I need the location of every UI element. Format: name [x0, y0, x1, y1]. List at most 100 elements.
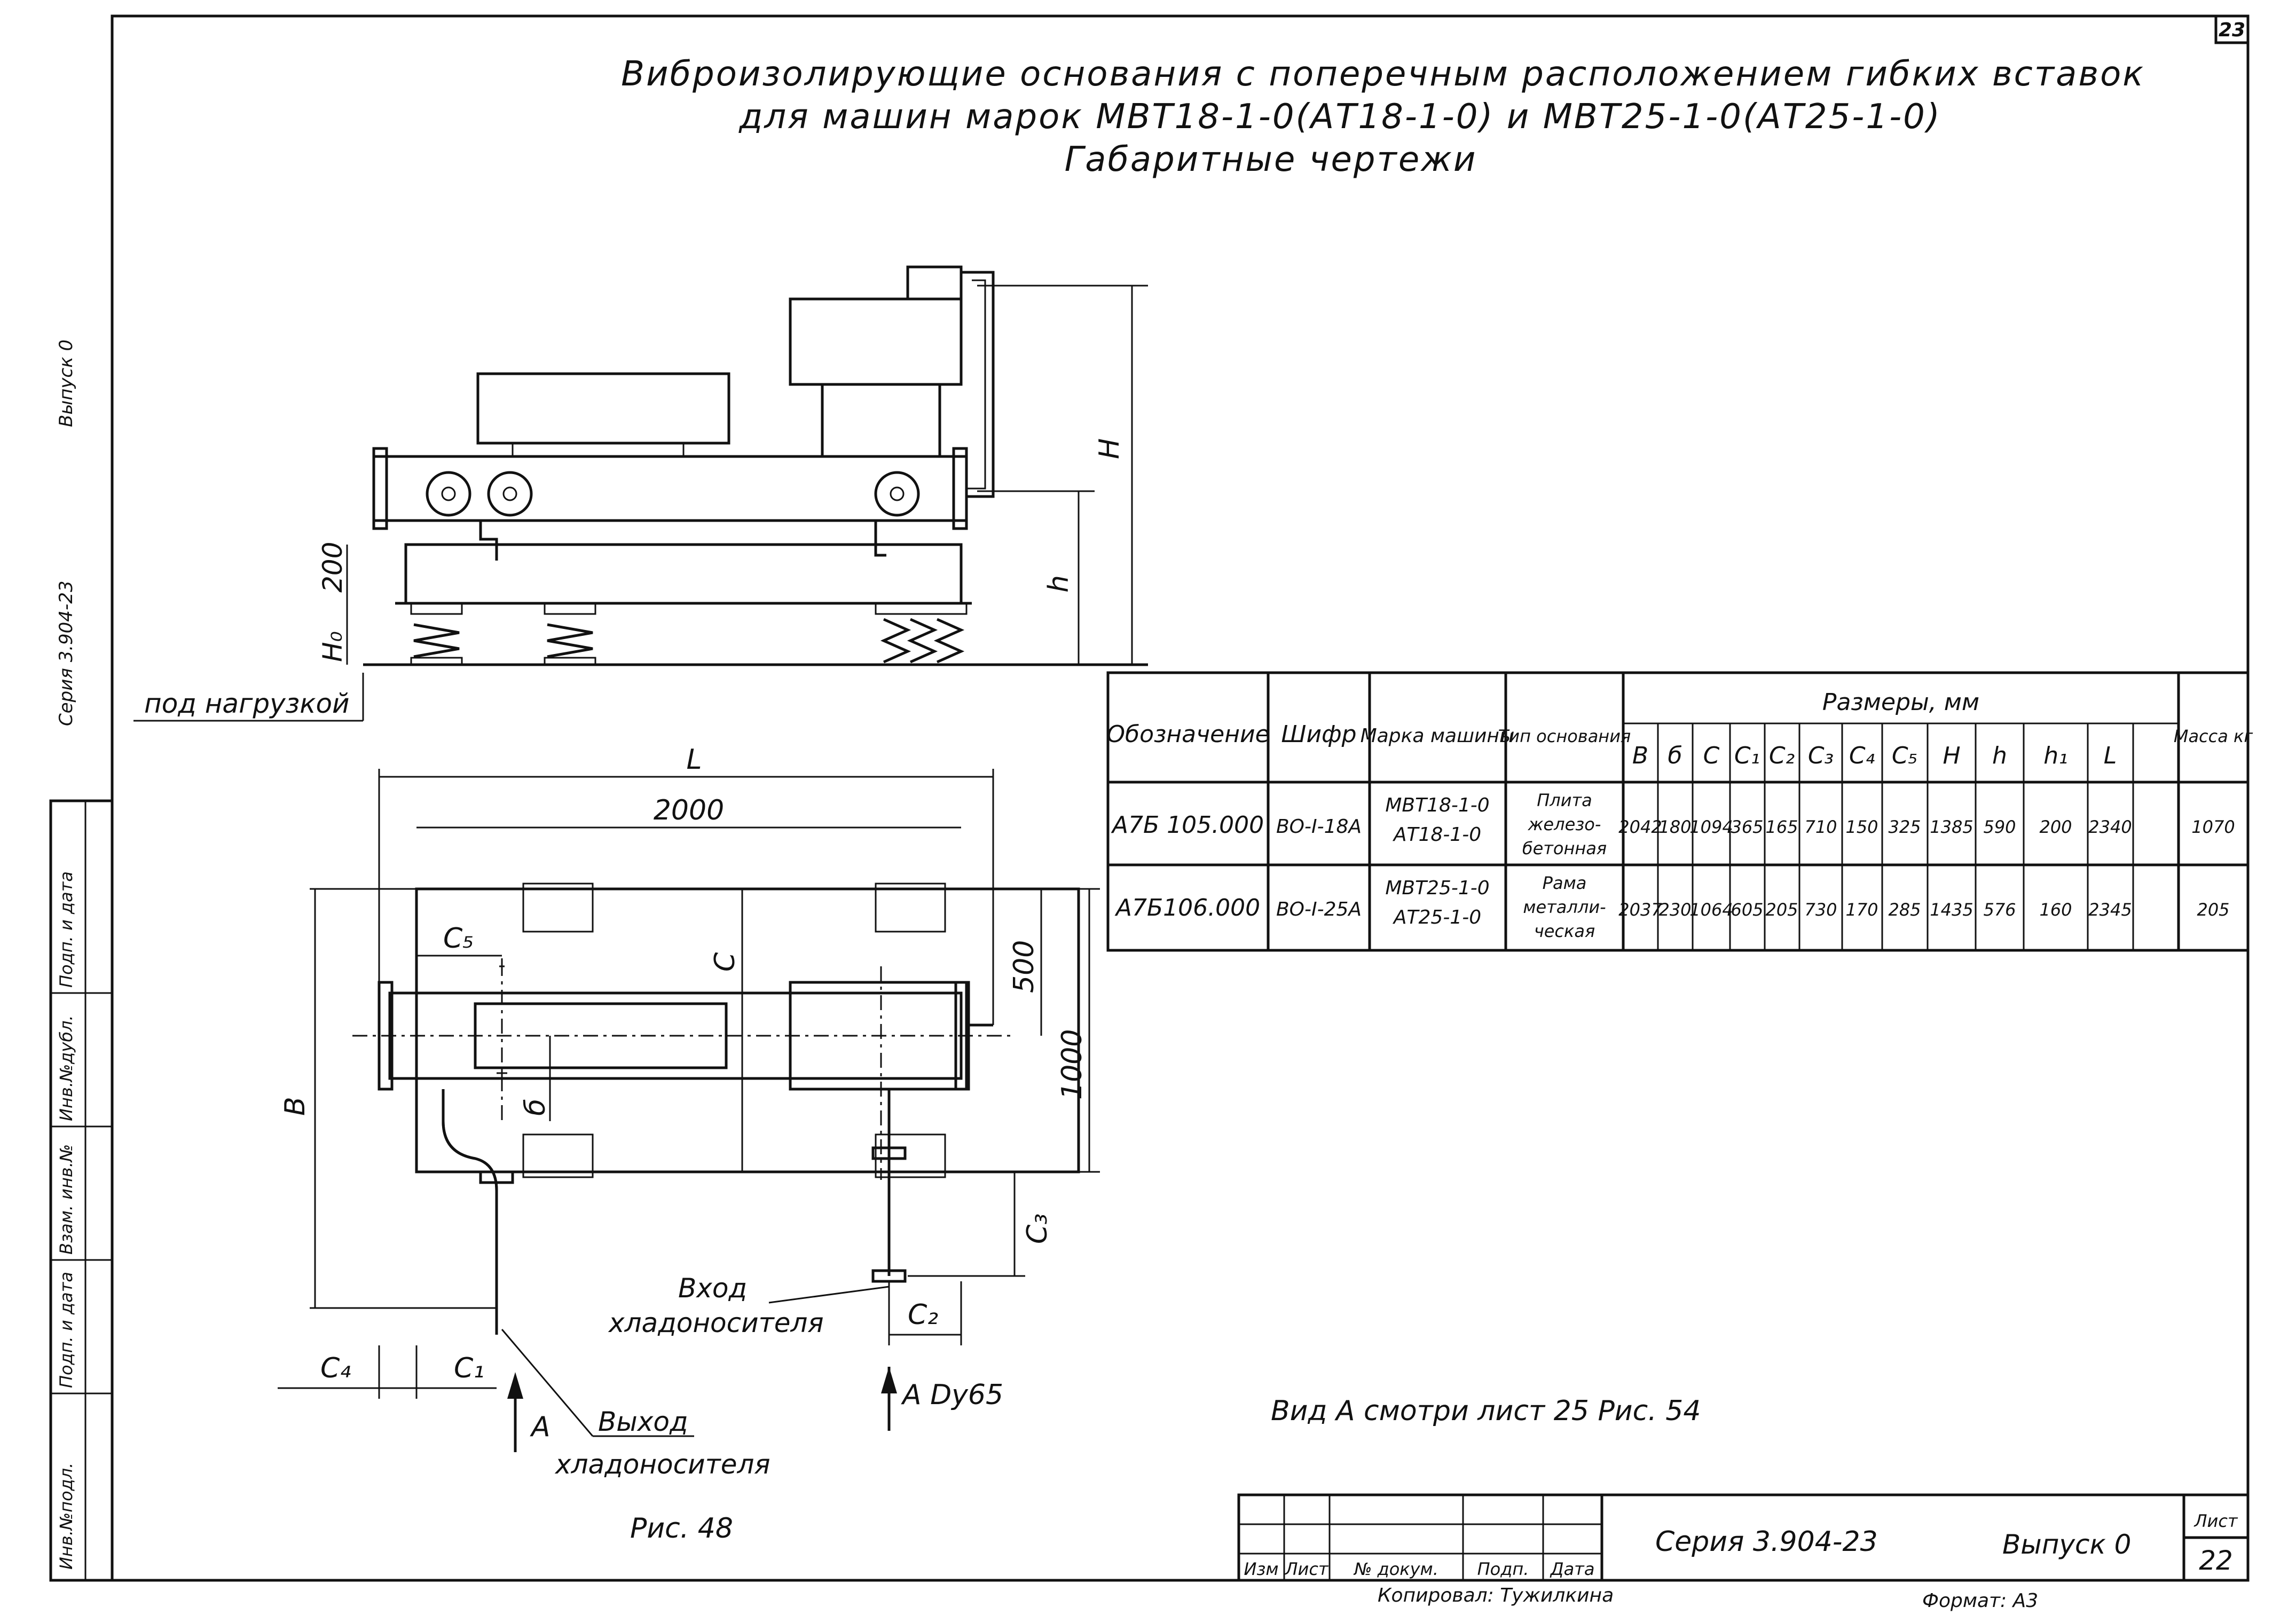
hdr-dimensions: Размеры, мм [1822, 689, 1979, 716]
rev-hdr-izm: Изм [1244, 1559, 1278, 1579]
hdr-designation: Обозначение [1106, 721, 1269, 748]
plan-base-outline [415, 887, 1080, 1173]
under-load-label: под нагрузкой [144, 688, 350, 719]
row2-dim-C4: 170 [1845, 900, 1878, 920]
row2-dim-L: 2345 [2088, 900, 2132, 920]
view-note: Вид А смотри лист 25 Рис. 54 [1271, 1395, 1701, 1427]
spec-table: Обозначение Шифр Марка машины Тип основа… [1106, 671, 2253, 952]
row2-mass: 205 [2197, 900, 2229, 920]
dim-500-label: 500 [1008, 940, 1040, 993]
row2-code: ВО-I-25А [1276, 899, 1362, 920]
tb-issue: Выпуск 0 [2002, 1529, 2131, 1560]
row1-dim-B: 2042 [1618, 817, 1662, 837]
title-line-1: Виброизолирующие основания с поперечным … [621, 54, 2145, 94]
row1-type-3: бетонная [1522, 838, 1607, 858]
base-plate [404, 543, 963, 605]
dim-C4-label: C₄ [320, 1352, 351, 1384]
dim-C-label: C [709, 952, 741, 972]
hdr-dim-C: C [1703, 742, 1720, 769]
figure-caption: Рис. 48 [630, 1512, 733, 1545]
side-series-label: Серия 3.904-23 [56, 581, 77, 726]
row2-type-2: металли- [1523, 897, 1606, 917]
valve-wheel-2 [487, 471, 533, 517]
spring-isolator-middle [544, 602, 596, 666]
outlet-pipe [442, 1089, 498, 1335]
side-issue-label: Выпуск 0 [56, 340, 77, 427]
row1-type-2: железо- [1528, 814, 1601, 834]
hdr-dim-C3: C₃ [1808, 742, 1834, 769]
row2-designation: А7Б106.000 [1114, 894, 1260, 921]
row1-dim-L: 2340 [2088, 817, 2132, 837]
row1-dim-C1: 365 [1731, 817, 1763, 837]
side-stamp: Инв.№подл. Подп. и дата Взам. инв.№ Инв.… [49, 799, 114, 1582]
view-A-arrow-label: A [530, 1411, 551, 1443]
dim-200-label: 200 [317, 542, 348, 593]
rev-hdr-date: Дата [1550, 1559, 1595, 1579]
row2-dim-C2: 205 [1765, 900, 1798, 920]
dim-2000-label: 2000 [654, 794, 724, 826]
page-corner-box [2214, 14, 2250, 44]
side-stamp-cell-1: Инв.№подл. [56, 1463, 76, 1570]
elevation-view: H h 200 H₀ под нагрузкой [133, 265, 1148, 722]
copied-by: Копировал: Тужилкина [1378, 1585, 1614, 1606]
hdr-dim-C4: C₄ [1849, 742, 1875, 769]
table-row: А7Б 105.000 ВО-I-18А МВТ18-1-0 АТ18-1-0 … [1111, 790, 2235, 858]
spring-isolator-right [875, 602, 968, 664]
spring-isolator-left [410, 602, 463, 666]
rev-hdr-sign: Подп. [1477, 1559, 1529, 1579]
dim-C3-label: C₃ [1021, 1214, 1053, 1244]
hdr-dim-h1: h₁ [2043, 742, 2068, 769]
row2-dim-h: 576 [1983, 900, 2016, 920]
row1-dim-C2: 165 [1765, 817, 1798, 837]
hdr-dim-H: H [1943, 742, 1960, 769]
dim-h0-label: H₀ [317, 631, 348, 662]
hdr-dim-C2: C₂ [1769, 742, 1795, 769]
side-stamp-cell-3: Взам. инв.№ [56, 1144, 76, 1255]
row2-machine-2: АТ25-1-0 [1393, 907, 1481, 928]
dim-1000-label: 1000 [1056, 1029, 1088, 1100]
title-line-3: Габаритные чертежи [1065, 140, 1477, 179]
row2-type-3: ческая [1534, 921, 1595, 941]
hdr-mass: Масса кг [2174, 726, 2253, 746]
row1-dim-C4: 150 [1845, 817, 1878, 837]
hdr-base-type: Тип основания [1498, 726, 1631, 746]
inlet-label-line-1: Вход [678, 1273, 747, 1304]
rev-hdr-doc: № докум. [1353, 1559, 1438, 1579]
row1-dim-H: 1385 [1930, 817, 1973, 837]
hdr-dim-b: б [1668, 742, 1682, 769]
outlet-label-line-2: хладоносителя [554, 1449, 770, 1480]
row1-type-1: Плита [1537, 790, 1592, 810]
page-corner-number: 23 [2219, 19, 2245, 41]
format-label: Формат: А3 [1922, 1590, 2038, 1612]
hdr-dim-B: B [1632, 742, 1648, 769]
row1-dim-C3: 710 [1804, 817, 1837, 837]
hdr-dim-C1: C₁ [1734, 742, 1760, 769]
row2-dim-C1: 605 [1731, 900, 1763, 920]
row1-dim-C5: 325 [1888, 817, 1921, 837]
title-block: Изм Лист № докум. Подп. Дата Серия 3.904… [1237, 1493, 2250, 1582]
row1-machine-2: АТ18-1-0 [1393, 824, 1481, 846]
dim-h-label: h [1043, 575, 1075, 593]
hdr-dim-C5: C₅ [1892, 742, 1917, 769]
row2-dim-H: 1435 [1930, 900, 1973, 920]
tb-series: Серия 3.904-23 [1655, 1526, 1878, 1558]
outlet-label-line-1: Выход [598, 1406, 688, 1437]
row2-dim-B: 2037 [1618, 900, 1662, 920]
side-stamp-cell-2: Подп. и дата [56, 1272, 76, 1388]
row1-designation: А7Б 105.000 [1111, 812, 1264, 839]
dim-b-label: б [520, 1099, 552, 1116]
dim-C1-label: C₁ [454, 1352, 484, 1384]
row1-mass: 1070 [2191, 817, 2235, 837]
dim-B-label: B [279, 1097, 311, 1116]
row1-dim-b: 180 [1658, 817, 1691, 837]
tb-sheet-label: Лист [2193, 1511, 2238, 1531]
valve-wheel-3 [874, 471, 920, 517]
dim-H-label: H [1094, 438, 1126, 459]
row1-dim-C: 1094 [1689, 817, 1733, 837]
row2-dim-C3: 730 [1804, 900, 1837, 920]
dim-L-label: L [687, 744, 702, 776]
dim-C2-label: C₂ [908, 1299, 938, 1331]
hdr-code: Шифр [1281, 721, 1356, 748]
hdr-dim-h: h [1992, 742, 2007, 769]
